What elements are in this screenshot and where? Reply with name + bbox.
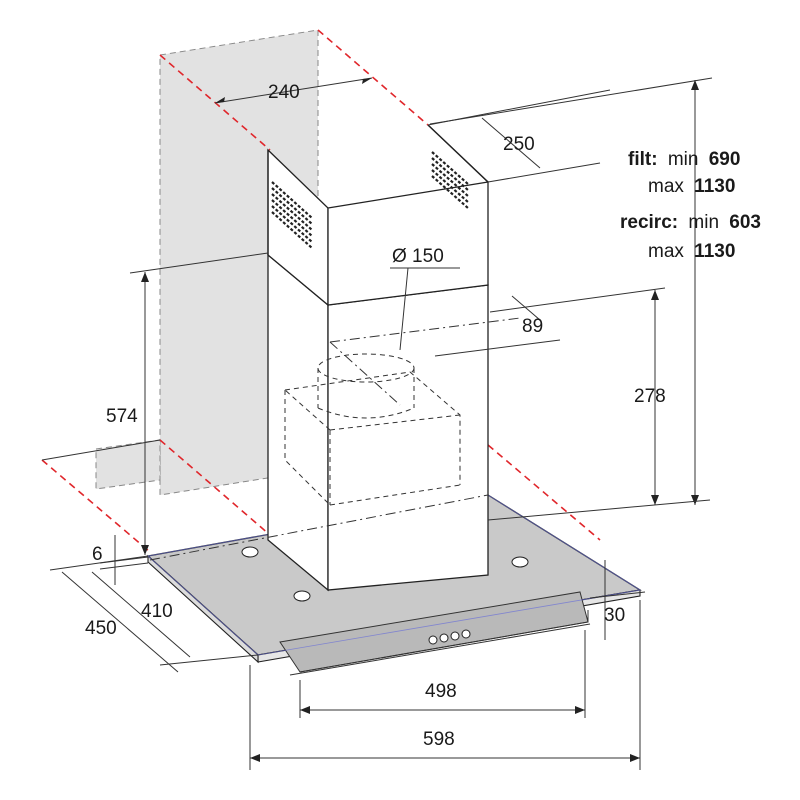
dim-outlet-offset: 89 (522, 316, 543, 337)
note-recirc-min-value: 603 (729, 212, 761, 233)
dim-body-width: 498 (425, 681, 457, 702)
dim-outlet-height: 278 (634, 386, 666, 407)
dim-duct-diameter: Ø 150 (392, 246, 444, 267)
mounting-hole (293, 590, 311, 602)
note-filt-max: max 1130 (648, 176, 735, 197)
note-recirc-max: max 1130 (648, 241, 735, 262)
control-panel (428, 629, 471, 645)
note-recirc-max-value: 1130 (694, 241, 735, 262)
control-knob (461, 629, 471, 639)
note-recirc-label: recirc: (620, 212, 678, 233)
lower-chimney (149, 253, 521, 592)
note-filt-min: filt: min 690 (628, 149, 740, 170)
mounting-hole (241, 546, 259, 558)
wall-ref-line (159, 439, 271, 536)
control-knob (428, 635, 438, 645)
control-knob (439, 633, 449, 643)
note-filt-label: filt: (628, 149, 658, 170)
mounting-hole (511, 556, 529, 568)
dimension-lines (49, 77, 713, 770)
note-filt-max-word: max (648, 176, 684, 197)
note-filt-min-word: min (668, 149, 699, 170)
control-knob (450, 631, 460, 641)
dimension-labels: 240 250 Ø 150 89 278 574 6 450 410 30 49… (85, 82, 666, 750)
wall-ref-line (317, 29, 429, 126)
note-filt-min-value: 690 (709, 149, 741, 170)
note-recirc-min: recirc: min 603 (620, 212, 761, 233)
dim-canopy-height: 30 (604, 605, 625, 626)
wall-reference-lines (41, 29, 601, 553)
dim-depth-overall: 450 (85, 618, 117, 639)
dim-depth-body: 410 (141, 601, 173, 622)
wall-ref-line (487, 444, 601, 541)
dim-chimney-depth: 250 (503, 134, 535, 155)
note-recirc-max-word: max (648, 241, 684, 262)
dim-lower-chimney-height: 574 (106, 406, 138, 427)
dim-glass-thickness: 6 (92, 544, 103, 565)
note-filt-max-value: 1130 (694, 176, 735, 197)
dim-overall-width: 598 (423, 729, 455, 750)
vent-slots (271, 151, 469, 249)
dim-chimney-width: 240 (268, 82, 300, 103)
height-notes: filt: min 690 max 1130 recirc: min 603 m… (620, 149, 761, 262)
note-recirc-min-word: min (688, 212, 719, 233)
